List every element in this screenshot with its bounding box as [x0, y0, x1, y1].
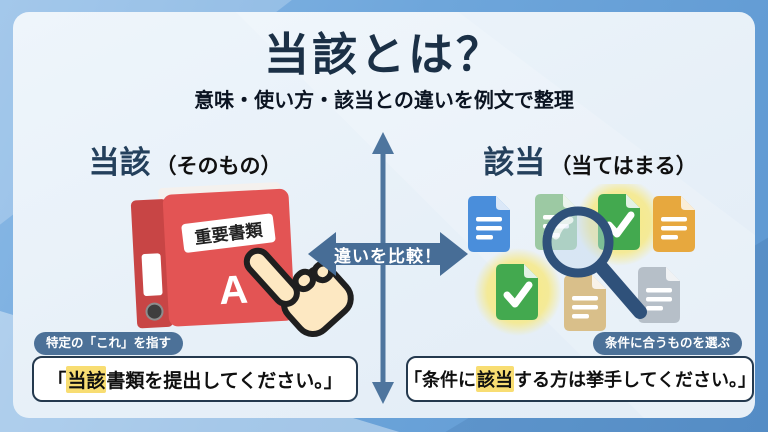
- binder-letter: A: [218, 268, 249, 313]
- left-example-highlight: 当該: [66, 365, 107, 393]
- right-example-box: 「条件に該当する方は挙手してください。」: [404, 356, 756, 402]
- page-subtitle: 意味・使い方・該当との違いを例文で整理: [194, 90, 574, 112]
- right-term: 該当: [483, 145, 546, 180]
- right-usage-tag: 条件に合うものを選ぶ: [592, 332, 742, 355]
- left-example-post: 書類を提出してください。」: [106, 370, 343, 392]
- binder-illustration: 重要書類 A: [130, 182, 295, 329]
- tan-document-icon: [564, 275, 606, 331]
- compare-badge-label: 違いを比較！: [334, 246, 442, 266]
- vertical-divider-arrow: [372, 132, 394, 404]
- right-example-highlight: 該当: [476, 366, 515, 392]
- double-arrow-shape: [308, 232, 468, 276]
- left-example-pre: 「: [47, 370, 67, 392]
- right-example-post: する方は挙手してください。」: [514, 370, 756, 390]
- blue-document-icon: [468, 196, 510, 252]
- right-term-reading: （当てはまる）: [550, 155, 697, 178]
- right-example-pre: 「条件に: [404, 370, 477, 390]
- gray-document-icon: [638, 267, 680, 323]
- page-title: 当該とは？: [263, 29, 504, 80]
- documents-illustration: [468, 184, 695, 336]
- compare-arrow-badge: 違いを比較！: [308, 229, 468, 279]
- left-column-heading: 当該 （そのもの）: [30, 137, 340, 182]
- orange-document-icon: [653, 196, 695, 252]
- left-example-box: 「当該書類を提出してください。」: [32, 356, 358, 402]
- right-column-heading: 該当 （当てはまる）: [430, 137, 750, 182]
- left-term-reading: （そのもの）: [155, 155, 282, 178]
- left-usage-tag: 特定の「これ」を指す: [34, 332, 184, 355]
- green-check-document-icon: [496, 264, 538, 320]
- left-term: 当該: [88, 145, 151, 180]
- magnifier-icon: [542, 206, 647, 319]
- pointing-hand-icon: [243, 247, 354, 338]
